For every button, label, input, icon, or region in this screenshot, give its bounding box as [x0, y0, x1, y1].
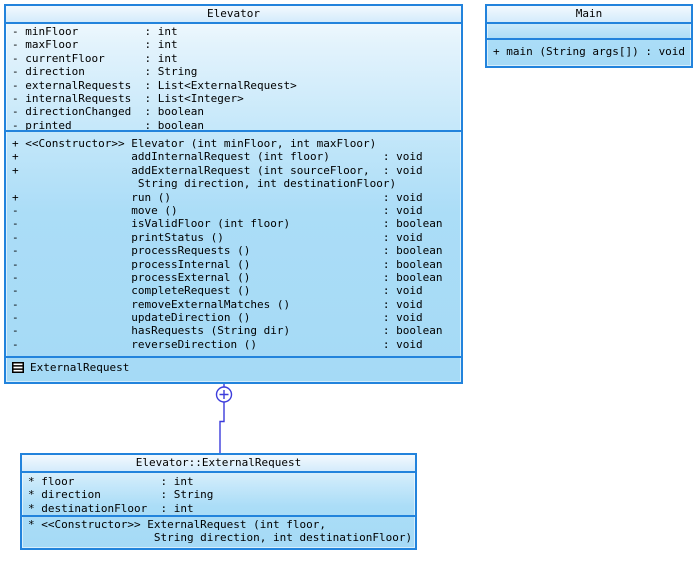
method-row: - printStatus () : void: [12, 230, 423, 244]
method-row: - isValidFloor (int floor) : boolean: [12, 217, 443, 231]
method-row: + main (String args[]) : void: [493, 45, 686, 58]
method-row: + addInternalRequest (int floor) : void: [12, 150, 423, 164]
method-row: String direction, int destinationFloor): [12, 177, 397, 191]
class-main-methods-compartment: + main (String args[]) : void: [487, 38, 691, 62]
nesting-anchor-circle-plus-icon[interactable]: [215, 386, 233, 403]
field-row: * floor : int: [28, 475, 194, 488]
field-row: - externalRequests : List<ExternalReques…: [12, 78, 297, 92]
method-row: - reverseDirection () : void: [12, 337, 423, 351]
class-external-request-title: Elevator::ExternalRequest: [22, 455, 415, 471]
class-external-request[interactable]: Elevator::ExternalRequest * floor : int …: [20, 453, 417, 550]
class-main[interactable]: Main + main (String args[]) : void: [485, 4, 693, 68]
method-row: String direction, int destinationFloor): [28, 531, 413, 544]
method-row: + addExternalRequest (int sourceFloor, :…: [12, 163, 423, 177]
class-external-request-methods-compartment: * <<Constructor>> ExternalRequest (int f…: [22, 515, 415, 544]
method-row: - move () : void: [12, 203, 423, 217]
method-row: - hasRequests (String dir) : boolean: [12, 324, 443, 338]
field-row: - directionChanged : boolean: [12, 105, 205, 119]
field-row: - direction : String: [12, 65, 198, 79]
field-row: - minFloor : int: [12, 25, 178, 38]
method-row: * <<Constructor>> ExternalRequest (int f…: [28, 518, 327, 531]
class-elevator-nested-classes-compartment: ExternalRequest: [6, 356, 461, 376]
nested-class-icon: [12, 361, 24, 373]
class-external-request-fields-compartment: * floor : int * direction : String * des…: [22, 471, 415, 515]
method-row: - processInternal () : boolean: [12, 257, 443, 271]
field-row: - maxFloor : int: [12, 38, 178, 52]
field-row: * direction : String: [28, 488, 214, 502]
method-row: - completeRequest () : void: [12, 284, 423, 298]
class-elevator[interactable]: Elevator - minFloor : int - maxFloor : i…: [4, 4, 463, 384]
class-main-fields-compartment: [487, 22, 691, 38]
nested-class-label: ExternalRequest: [30, 360, 130, 374]
method-row: - updateDirection () : void: [12, 311, 423, 325]
field-row: - printed : boolean: [12, 118, 205, 130]
method-row: + run () : void: [12, 190, 423, 204]
method-row: - removeExternalMatches () : void: [12, 297, 423, 311]
method-row: - processRequests () : boolean: [12, 244, 443, 258]
class-elevator-title: Elevator: [6, 6, 461, 22]
class-elevator-methods-compartment: + <<Constructor>> Elevator (int minFloor…: [6, 130, 461, 356]
field-row: - currentFloor : int: [12, 51, 178, 65]
field-row: * destinationFloor : int: [28, 501, 194, 515]
class-elevator-fields-compartment: - minFloor : int - maxFloor : int - curr…: [6, 22, 461, 130]
class-main-title: Main: [487, 6, 691, 22]
field-row: - internalRequests : List<Integer>: [12, 91, 244, 105]
connector-line[interactable]: [219, 402, 225, 453]
method-row: - processExternal () : boolean: [12, 270, 443, 284]
method-row: + <<Constructor>> Elevator (int minFloor…: [12, 137, 377, 150]
